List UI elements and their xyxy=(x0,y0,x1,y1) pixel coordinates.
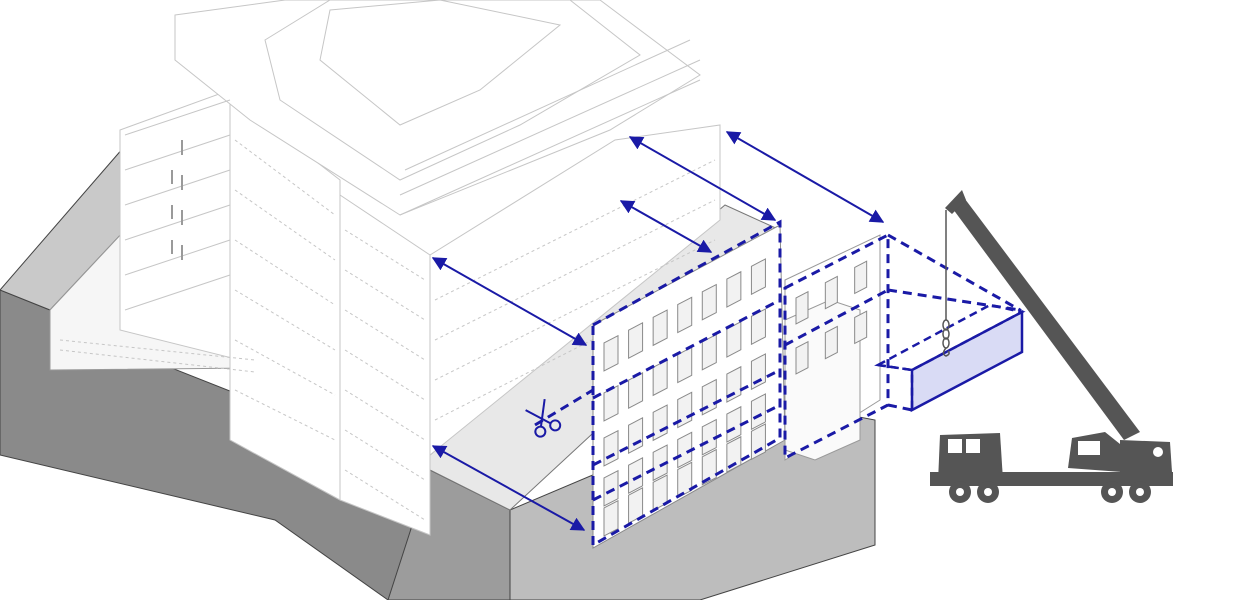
blue-arrows xyxy=(431,131,885,531)
facade-window xyxy=(677,296,693,334)
facade-window xyxy=(628,322,644,359)
crane-pivot xyxy=(1153,447,1163,457)
arrow-upper-left xyxy=(431,257,588,346)
facade-window xyxy=(628,417,644,454)
floor-lines-front xyxy=(234,139,336,441)
lifted-block-top xyxy=(874,303,1026,372)
lifted-block-edge xyxy=(877,363,914,410)
crane-boom-tip xyxy=(945,190,966,214)
cut-panels xyxy=(534,219,1022,548)
upper-bands xyxy=(399,39,701,216)
facade-window xyxy=(603,469,619,507)
crane-truck-icon xyxy=(930,190,1173,503)
building-tower-face xyxy=(339,194,431,536)
facade-window xyxy=(701,283,717,321)
facade-window xyxy=(652,404,668,442)
facade-window xyxy=(854,260,868,295)
crane-hook-icon xyxy=(942,319,950,357)
facade-window xyxy=(677,461,693,499)
facade-window xyxy=(795,290,809,325)
cut-line-main-3 xyxy=(592,403,781,502)
facade-window xyxy=(726,270,742,308)
floor-lines-court xyxy=(59,339,256,373)
cut-line-annex-4 xyxy=(887,403,913,412)
truck-wheels xyxy=(949,481,1151,503)
cut-line-main-1 xyxy=(592,298,781,400)
lifted-block xyxy=(874,303,1026,413)
facade-window xyxy=(628,457,644,494)
facade-window xyxy=(726,435,742,473)
facade-window xyxy=(701,378,717,416)
crane-turret xyxy=(1120,440,1172,472)
facade-window xyxy=(726,320,742,358)
facade-window xyxy=(603,499,619,537)
facade-window xyxy=(652,309,668,347)
facade-window xyxy=(701,333,717,371)
facade-window xyxy=(824,275,838,310)
cut-line-main-2 xyxy=(592,368,781,467)
facade-window xyxy=(750,393,766,431)
facade-window xyxy=(795,340,809,375)
building-roof xyxy=(319,0,562,126)
cut-panel-main xyxy=(591,219,782,548)
facade-window xyxy=(726,365,742,403)
arrow-upper-right-2 xyxy=(725,131,885,223)
arrow-lower-left xyxy=(431,445,586,531)
facade-window xyxy=(750,258,766,296)
crane-boom xyxy=(950,195,1140,440)
cut-line-annex-3 xyxy=(887,233,1022,350)
facade-window xyxy=(726,405,742,443)
balcony-bands xyxy=(124,99,231,311)
facade-window xyxy=(824,325,838,360)
scissors-icon xyxy=(525,399,562,438)
facade-window xyxy=(701,448,717,486)
facade-window xyxy=(677,391,693,429)
historic-facade xyxy=(592,224,881,549)
facade-windows xyxy=(603,258,868,537)
cut-line-annex-1 xyxy=(784,288,889,347)
crane-operator-window xyxy=(1078,441,1100,455)
facade-window xyxy=(854,310,868,345)
facade-window xyxy=(603,334,619,372)
facade-window xyxy=(750,423,766,461)
truck-cab-window-1 xyxy=(948,439,962,453)
cut-line-scissor xyxy=(534,388,594,427)
wing-windows xyxy=(171,140,183,260)
truck-cab-window-2 xyxy=(966,439,980,453)
